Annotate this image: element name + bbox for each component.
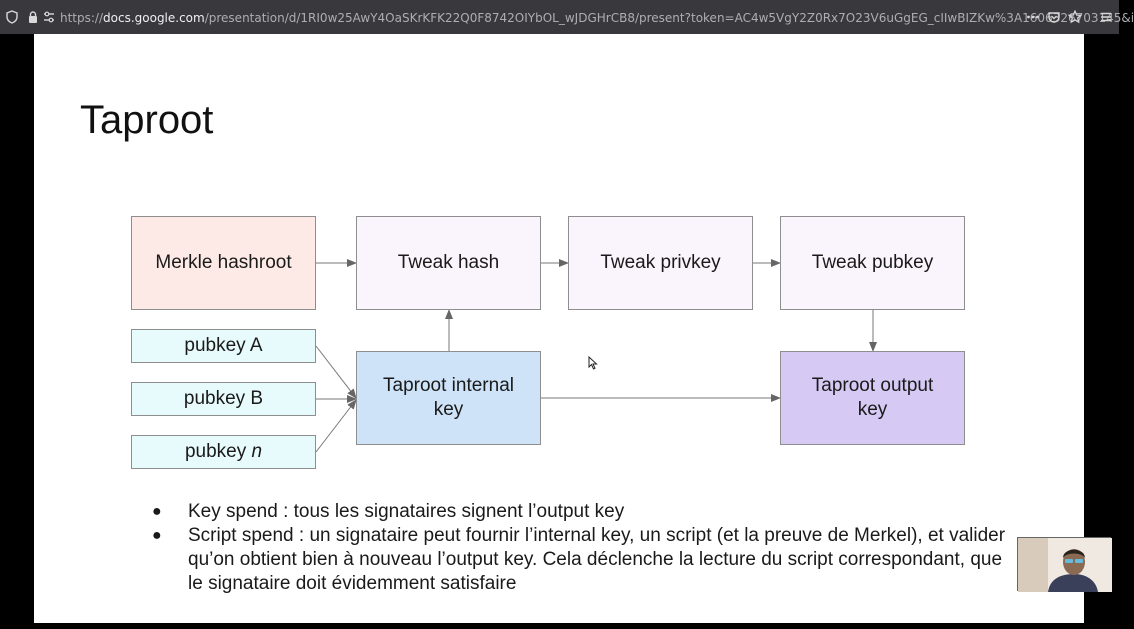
taproot-output-key-box: Taproot output key [780, 351, 965, 445]
taproot-internal-key-label: Taproot internal key [383, 375, 514, 420]
webcam-overlay[interactable] [1017, 537, 1112, 592]
arrow-pubkey-a-to-internal [315, 345, 357, 399]
tweak-privkey-label: Tweak privkey [600, 252, 721, 273]
star-icon[interactable] [1067, 9, 1083, 24]
bullet-script-spend-text: Script spend : un signataire peut fourni… [188, 525, 1006, 594]
presentation-slide[interactable]: Taproot Merkle hashroot Tweak hash Tweak… [34, 34, 1084, 623]
pocket-icon[interactable] [1047, 10, 1061, 24]
merkle-hashroot-label: Merkle hashroot [155, 252, 292, 273]
pubkey-b-box: pubkey B [131, 382, 316, 416]
browser-toolbar: https://docs.google.com/presentation/d/1… [0, 0, 1134, 34]
more-icon[interactable] [1026, 10, 1040, 24]
tweak-pubkey-label: Tweak pubkey [811, 252, 934, 273]
bullet-script-spend: ● Script spend : un signataire peut fourn… [150, 524, 1010, 596]
url-prefix: https:// [60, 11, 104, 25]
pubkey-b-label: pubkey B [183, 388, 264, 409]
pubkey-n-box: pubkey n [131, 435, 316, 469]
tweak-hash-label: Tweak hash [397, 252, 500, 273]
shield-icon[interactable] [5, 10, 19, 24]
pubkey-a-box: pubkey A [131, 329, 316, 363]
merkle-hashroot-box: Merkle hashroot [131, 216, 316, 310]
bullet-key-spend: ● Key spend : tous les signataires signen… [150, 500, 1010, 524]
diagram-arrows [315, 259, 877, 453]
url-bar[interactable]: https://docs.google.com/presentation/d/1… [60, 11, 1134, 25]
mouse-cursor-icon [588, 355, 598, 375]
arrow-pubkey-n-to-internal [315, 399, 357, 453]
bullet-list: ● Key spend : tous les signataires signen… [150, 500, 1010, 596]
taproot-internal-key-box: Taproot internal key [356, 351, 541, 445]
tweak-privkey-box: Tweak privkey [568, 216, 753, 310]
url-host: docs.google.com [103, 11, 205, 25]
url-path: /presentation/d/1RI0w25AwY4OaSKrKFK22Q0F… [204, 11, 1134, 25]
slide-title: Taproot [80, 98, 214, 142]
pubkey-n-prefix: pubkey [184, 441, 252, 462]
pubkey-a-label: pubkey A [184, 335, 263, 356]
pubkey-n-variable: n [251, 441, 263, 462]
presenter-avatar [1018, 538, 1112, 592]
pubkey-n-label: pubkey n [185, 440, 262, 464]
lock-icon[interactable] [26, 10, 40, 24]
menu-icon[interactable] [1099, 10, 1113, 24]
tweak-pubkey-box: Tweak pubkey [780, 216, 965, 310]
taproot-output-key-label: Taproot output key [811, 375, 934, 420]
bullet-dot: ● [152, 527, 162, 544]
permissions-icon[interactable] [42, 10, 56, 24]
bullet-key-spend-text: Key spend : tous les signataires signent… [188, 501, 625, 522]
tweak-hash-box: Tweak hash [356, 216, 541, 310]
bullet-dot: ● [152, 503, 162, 520]
